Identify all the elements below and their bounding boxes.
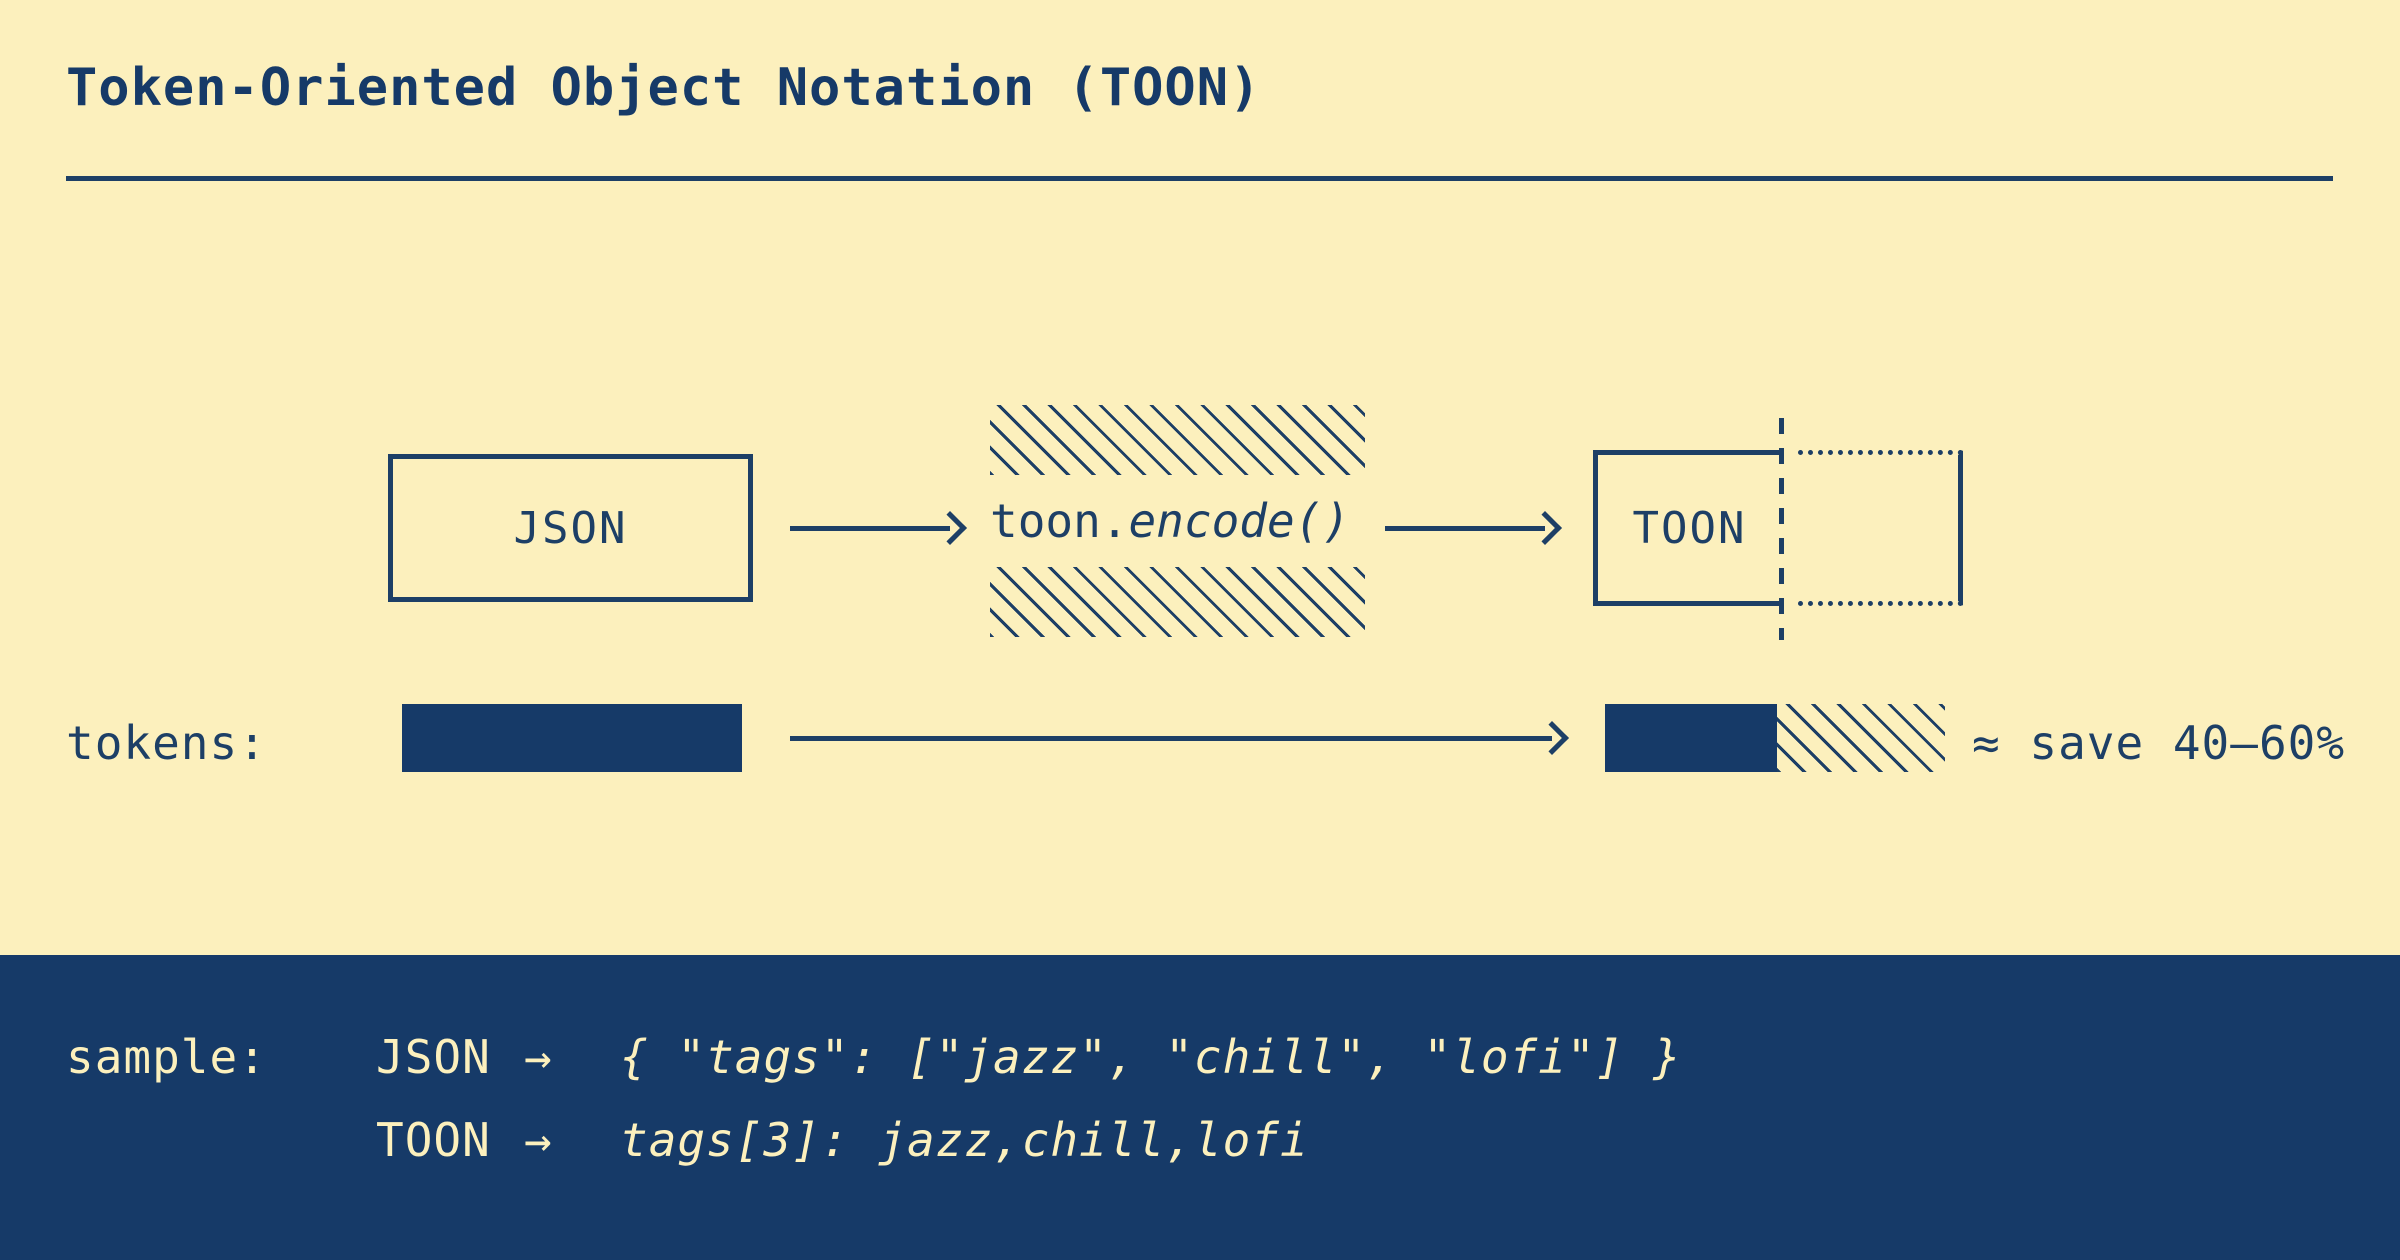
arrow-tokens-icon <box>790 718 1580 758</box>
tokens-bar-toon-saved <box>1777 704 1945 772</box>
arrow-shaft <box>1385 526 1545 531</box>
tokens-bar-toon-used <box>1605 704 1777 772</box>
tokens-comparison-row: tokens: ≈ save 40–60% <box>0 690 2400 800</box>
encoder-block: toon.encode() <box>990 405 1365 637</box>
sample-code-json: { "tags": ["jazz", "chill", "lofi"] } <box>620 1030 1682 1084</box>
arrow-head <box>933 511 967 545</box>
arrow-head <box>1535 721 1569 755</box>
arrow-shaft <box>790 736 1552 741</box>
sample-format-json: JSON <box>376 1030 491 1084</box>
json-box: JSON <box>388 454 753 602</box>
tokens-bar-toon <box>1605 704 1945 772</box>
pipeline-diagram: JSON toon.encode() TOON <box>388 405 1963 640</box>
arrow-encode-to-toon-icon <box>1385 508 1570 548</box>
sample-panel <box>0 955 2400 1260</box>
json-box-label: JSON <box>513 502 628 554</box>
tokens-bar-json <box>402 704 742 772</box>
arrow-json-to-encode-icon <box>790 508 975 548</box>
hatch-band-top <box>990 405 1365 475</box>
toon-box-divider <box>1779 418 1784 640</box>
toon-box: TOON <box>1593 450 1781 606</box>
sample-label: sample: <box>66 1030 267 1084</box>
sample-code-toon: tags[3]: jazz,chill,lofi <box>620 1113 1309 1167</box>
sample-row-toon: TOON → tags[3]: jazz,chill,lofi <box>376 1113 1309 1167</box>
tokens-label: tokens: <box>66 716 267 770</box>
sample-arrow-toon-icon: → <box>524 1113 553 1167</box>
sample-format-toon: TOON <box>376 1113 491 1167</box>
savings-annotation: ≈ save 40–60% <box>1972 716 2346 770</box>
sample-arrow-json-icon: → <box>524 1030 553 1084</box>
encoder-label: toon.encode() <box>990 475 1365 567</box>
arrow-head <box>1528 511 1562 545</box>
page-title: Token-Oriented Object Notation (TOON) <box>66 58 1262 118</box>
toon-box-label: TOON <box>1632 502 1747 554</box>
arrow-shaft <box>790 526 950 531</box>
encoder-namespace: toon. <box>990 494 1129 548</box>
encoder-function: encode() <box>1128 494 1351 548</box>
hatch-band-bottom <box>990 567 1365 637</box>
header-divider <box>66 176 2333 181</box>
toon-box-saved-region <box>1798 450 1963 606</box>
sample-row-json: JSON → { "tags": ["jazz", "chill", "lofi… <box>376 1030 1682 1084</box>
toon-box-group: TOON <box>1593 418 1963 640</box>
